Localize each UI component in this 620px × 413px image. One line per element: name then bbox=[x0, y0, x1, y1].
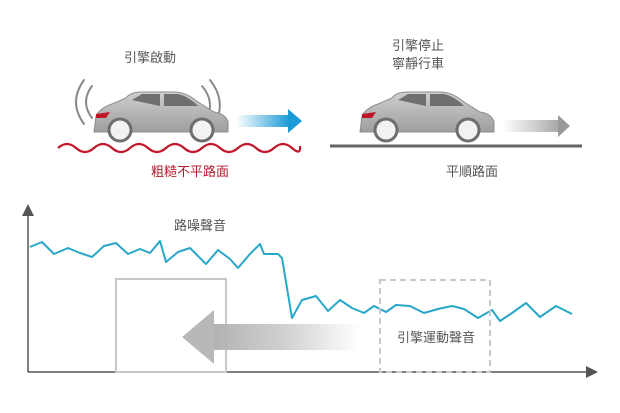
car-icon bbox=[93, 91, 229, 143]
road-noise-line bbox=[29, 240, 573, 322]
engine-noise-label: 引擎運動聲音 bbox=[397, 330, 475, 346]
arrow-right-icon bbox=[502, 115, 570, 137]
car-icon bbox=[359, 91, 495, 143]
chart-axes bbox=[22, 204, 598, 378]
smooth-road-label: 平順路面 bbox=[446, 164, 498, 180]
right-caption-line1: 引擎停止 bbox=[392, 38, 444, 54]
left-caption: 引擎啟動 bbox=[124, 51, 176, 66]
right-caption-line2: 寧靜行車 bbox=[392, 56, 444, 72]
arrow-right-icon bbox=[236, 109, 302, 133]
road-noise-label: 路噪聲音 bbox=[174, 218, 226, 234]
engine-noise-region-box bbox=[379, 279, 491, 373]
rough-road-label: 粗糙不平路面 bbox=[151, 164, 229, 180]
rough-road-line bbox=[57, 142, 302, 154]
arrow-left-icon bbox=[182, 310, 360, 364]
